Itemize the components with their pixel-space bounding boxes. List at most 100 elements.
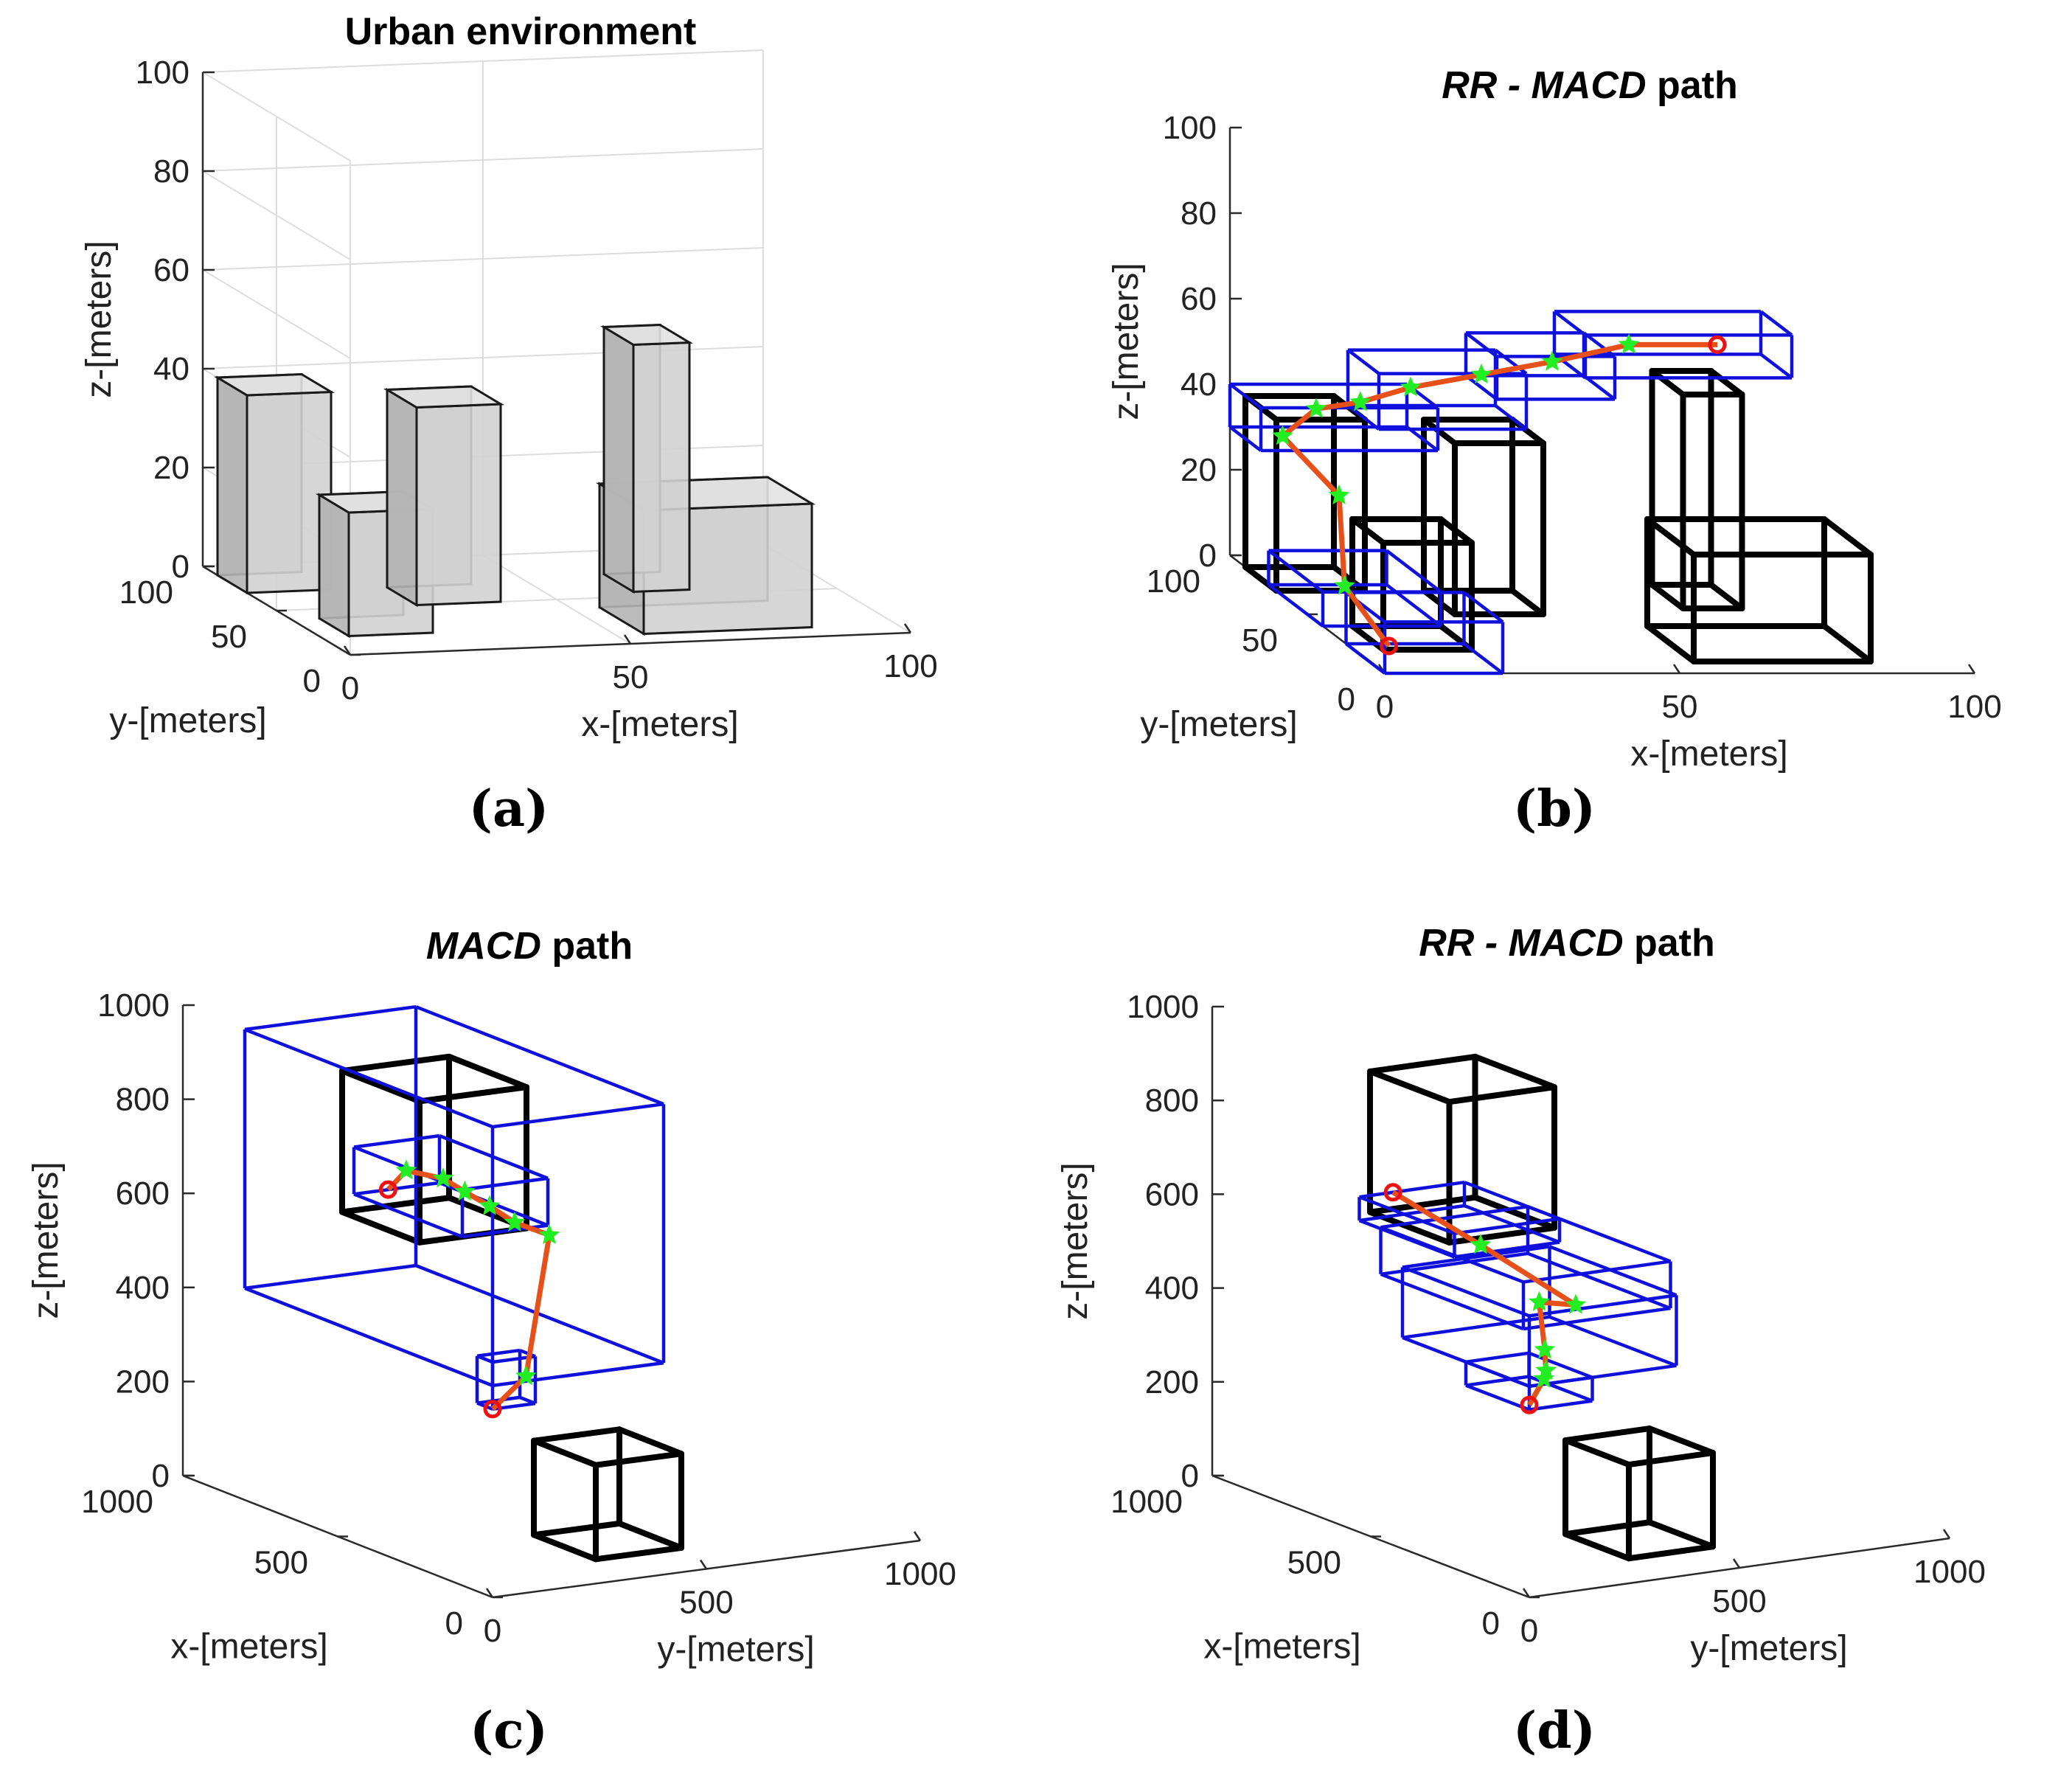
- decomposition-cell-2-edge: [439, 1134, 549, 1180]
- y-axis-label: x-[meters]: [1203, 1628, 1360, 1667]
- x-tick-label: 100: [1947, 689, 2001, 725]
- obstacle-1-edge: [1349, 623, 1386, 653]
- decomposition-cell-2-edge: [1228, 426, 1262, 452]
- obstacle-0-edge: [1626, 1543, 1716, 1562]
- x-tick: [1672, 664, 1681, 674]
- decomposition-cell-0-edge: [1345, 642, 1386, 675]
- decomposition-cell-3-edge: [1464, 1204, 1560, 1244]
- chart-title-rest: path: [1647, 64, 1738, 107]
- decomposition-cell-3-edge: [1454, 1240, 1560, 1259]
- panel-label: (b): [1513, 779, 1596, 838]
- obstacle-0: [1242, 393, 1368, 594]
- obstacle-0-edge: [1626, 1450, 1716, 1468]
- y-tick-label: 0: [445, 1605, 463, 1642]
- z-tick-label: 20: [153, 450, 190, 486]
- start-point: [1520, 1395, 1539, 1414]
- decomposition-cell-3-edge: [1346, 348, 1380, 375]
- waypoint-5: [1400, 376, 1422, 397]
- waypoint-7: [1541, 350, 1563, 371]
- obstacle-1-edge: [339, 1195, 452, 1215]
- waypoint-6: [1470, 364, 1492, 384]
- z-tick-label: 1000: [97, 987, 170, 1024]
- z-tick-label: 40: [1181, 367, 1217, 403]
- axes: 020040060080010000500100005001000y-[mete…: [27, 987, 956, 1670]
- decomposition-cell-0-edge: [1528, 1351, 1593, 1379]
- decomposition-cell-3: [1357, 1180, 1562, 1259]
- decomposition-cell-0-edge: [1463, 591, 1504, 624]
- decomposition-cell-1-edge: [1386, 583, 1442, 628]
- x-tick-label: 500: [679, 1585, 733, 1621]
- building-0-face: [216, 375, 248, 595]
- decomposition-cell-4: [1464, 331, 1617, 401]
- decomposition-cell-5-edge: [1553, 310, 1587, 337]
- waypoint-3: [479, 1195, 501, 1215]
- obstacle-3-edge: [1821, 623, 1874, 664]
- x-tick: [903, 623, 912, 633]
- decomposition-cell-3-edge: [1346, 404, 1380, 431]
- obstacle-0-edge: [616, 1426, 684, 1457]
- z-tick-label: 600: [1145, 1176, 1199, 1212]
- decomposition-cell-1: [243, 1004, 666, 1388]
- axes: 020040060080010000500100005001000y-[mete…: [1056, 989, 1986, 1668]
- x-tick-label: 0: [341, 670, 359, 706]
- obstacle-0: [1562, 1425, 1716, 1562]
- waypoint-2: [504, 1211, 526, 1232]
- x-tick-label: 0: [1376, 689, 1394, 725]
- start-point: [1380, 636, 1398, 656]
- decomposition-cell-3-edge: [1359, 1204, 1465, 1223]
- waypoint-2: [1272, 425, 1293, 445]
- obstacle-3-edge: [1821, 516, 1874, 558]
- obstacle-1-edge: [417, 1084, 529, 1105]
- y-tick-label: 500: [254, 1545, 308, 1581]
- chart-title-italic: RR - MACD: [1442, 64, 1646, 107]
- decomposition-cell-1-edge: [244, 1004, 417, 1032]
- decomposition-cell-3-edge: [1358, 1218, 1456, 1259]
- z-tick-label: 100: [1163, 110, 1217, 146]
- decomposition-cell-0-edge: [1463, 642, 1504, 675]
- waypoint-4: [1349, 391, 1372, 411]
- x-tick-label: 1000: [884, 1556, 956, 1592]
- building-2-face: [386, 387, 418, 608]
- obstacle-1-edge: [1446, 1224, 1557, 1246]
- building-4: [599, 323, 694, 594]
- z-tick-label: 800: [1145, 1083, 1199, 1119]
- x-axis-label: y-[meters]: [657, 1630, 814, 1670]
- x-axis-label: y-[meters]: [1690, 1629, 1847, 1668]
- x-tick-label: 0: [484, 1613, 501, 1649]
- obstacle-3-edge: [1644, 623, 1697, 664]
- building-2-face: [383, 385, 505, 409]
- panel-label: (a): [469, 779, 549, 838]
- decomposition-cell-1-edge: [1386, 549, 1442, 594]
- z-tick-label: 100: [136, 55, 190, 91]
- obstacle-1-edge: [1472, 1053, 1557, 1091]
- decomposition-cell-4-edge: [1582, 374, 1616, 401]
- x-tick-label: 1000: [1913, 1554, 1986, 1590]
- decomposition-cell-1-edge: [1268, 549, 1324, 594]
- obstacle-0-edge: [1562, 1425, 1652, 1444]
- waypoint-1: [1535, 1359, 1557, 1380]
- decomposition-cell-0-edge: [1465, 1375, 1529, 1387]
- obstacle-4-edge: [1649, 368, 1686, 397]
- obstacle-0-edge: [531, 1426, 622, 1444]
- obstacle-1-edge: [339, 1068, 423, 1105]
- goal-point: [1383, 1183, 1402, 1202]
- x-tick: [485, 1588, 494, 1598]
- obstacle-1-edge: [1367, 1194, 1478, 1215]
- waypoint-1: [1328, 485, 1350, 505]
- y-tick-label: 50: [1242, 622, 1278, 659]
- decomposition-cell-2-edge: [1380, 1272, 1524, 1331]
- waypoint-0: [1533, 1367, 1555, 1388]
- building-0: [213, 372, 336, 595]
- decomposition-cell-1-edge: [244, 1263, 417, 1291]
- building-2: [383, 385, 505, 608]
- waypoint-2: [1534, 1338, 1556, 1359]
- obstacle-1-edge: [446, 1053, 529, 1091]
- decomposition-cell-5-edge: [1759, 353, 1793, 380]
- decomposition-cell-0-edge: [1465, 1383, 1530, 1411]
- y-tick-label: 0: [1338, 681, 1355, 718]
- y-tick-label: 500: [1287, 1545, 1341, 1581]
- obstacle-1-edge: [1446, 1084, 1557, 1105]
